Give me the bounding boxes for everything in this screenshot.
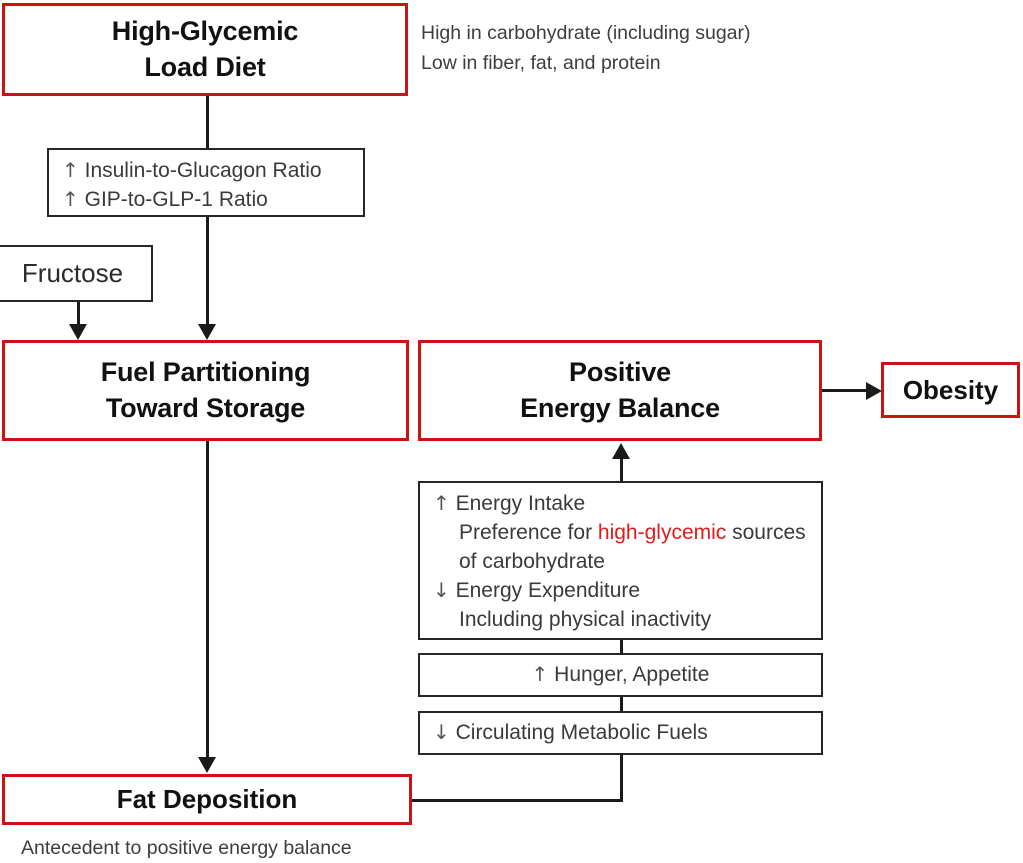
energy-intake-label: Energy Intake bbox=[455, 492, 586, 515]
down-arrow-icon: ↓ bbox=[433, 577, 450, 602]
node-hormone-ratios[interactable]: ↑ Insulin-to-Glucagon Ratio ↑ GIP-to-GLP… bbox=[47, 148, 365, 217]
connector-fat-to-fuels-vertical bbox=[620, 755, 623, 801]
node-label: Obesity bbox=[902, 374, 999, 405]
arrow-head-down-icon bbox=[69, 324, 87, 340]
node-label: High-Glycemic Load Diet bbox=[111, 14, 299, 84]
arrow-head-right-icon bbox=[866, 382, 882, 400]
energy-row-expenditure: ↓ Energy Expenditure bbox=[433, 577, 811, 606]
diet-annotation: High in carbohydrate (including sugar) L… bbox=[421, 22, 751, 74]
up-arrow-icon: ↑ bbox=[433, 491, 450, 515]
node-label: Positive Energy Balance bbox=[520, 355, 720, 425]
fuel-line-1: Fuel Partitioning bbox=[100, 357, 311, 388]
fuel-line-2: Toward Storage bbox=[105, 392, 306, 423]
connector-fuel-partitioning-to-fat-deposition bbox=[206, 441, 209, 761]
node-obesity[interactable]: Obesity bbox=[881, 362, 1020, 418]
arrow-head-down-icon bbox=[198, 324, 216, 340]
connector-fuels-to-hunger bbox=[620, 697, 623, 711]
connector-diet-to-ratios bbox=[206, 96, 209, 148]
fuels-label: Circulating Metabolic Fuels bbox=[455, 720, 708, 744]
up-arrow-icon: ↑ bbox=[531, 661, 549, 686]
diet-line-2: Load Diet bbox=[144, 51, 266, 82]
node-label: Fat Deposition bbox=[116, 784, 298, 815]
node-fructose[interactable]: Fructose bbox=[0, 245, 153, 302]
node-energy-intake-expenditure[interactable]: ↑ Energy Intake Preference for high-glyc… bbox=[418, 481, 823, 640]
up-arrow-icon: ↑ bbox=[62, 158, 79, 182]
connector-hunger-to-energy bbox=[620, 640, 623, 653]
highlight-high-glycemic: high-glycemic bbox=[597, 520, 727, 544]
ratio-row-1: ↑ Insulin-to-Glucagon Ratio bbox=[62, 157, 353, 186]
arrow-head-up-icon bbox=[612, 443, 630, 459]
ratio-row-2: ↑ GIP-to-GLP-1 Ratio bbox=[62, 186, 353, 215]
node-hunger-appetite[interactable]: ↑ Hunger, Appetite bbox=[418, 653, 823, 697]
peb-line-2: Energy Balance bbox=[520, 392, 720, 423]
connector-peb-to-obesity bbox=[822, 389, 871, 392]
energy-intake-sub-2: of carbohydrate bbox=[459, 549, 605, 573]
sub-post: sources bbox=[726, 520, 806, 544]
ratio-label-1: Insulin-to-Glucagon Ratio bbox=[84, 159, 322, 182]
energy-content: ↑ Energy Intake Preference for high-glyc… bbox=[433, 490, 811, 635]
ratios-content: ↑ Insulin-to-Glucagon Ratio ↑ GIP-to-GLP… bbox=[62, 157, 353, 215]
connector-energy-to-peb bbox=[620, 456, 623, 482]
hunger-label: Hunger, Appetite bbox=[554, 662, 710, 686]
node-high-glycemic-load-diet[interactable]: High-Glycemic Load Diet bbox=[2, 3, 408, 96]
connector-fat-to-fuels-horizontal bbox=[409, 799, 623, 802]
energy-expenditure-label: Energy Expenditure bbox=[455, 578, 641, 602]
node-label: Fructose bbox=[21, 257, 124, 288]
ratio-label-2: GIP-to-GLP-1 Ratio bbox=[84, 187, 268, 211]
arrow-head-down-icon bbox=[198, 757, 216, 773]
node-fuel-partitioning-toward-storage[interactable]: Fuel Partitioning Toward Storage bbox=[2, 340, 409, 441]
energy-expenditure-sub: Including physical inactivity bbox=[459, 607, 712, 631]
fat-deposition-annotation: Antecedent to positive energy balance bbox=[21, 837, 352, 859]
node-label: Fuel Partitioning Toward Storage bbox=[101, 355, 311, 425]
node-fat-deposition[interactable]: Fat Deposition bbox=[2, 774, 412, 825]
peb-line-1: Positive bbox=[569, 357, 671, 388]
node-label: ↓ Circulating Metabolic Fuels bbox=[433, 719, 811, 748]
up-arrow-icon: ↑ bbox=[62, 186, 79, 211]
connector-ratios-to-fuel-partitioning bbox=[206, 217, 209, 327]
diet-line-1: High-Glycemic bbox=[111, 16, 299, 47]
node-positive-energy-balance[interactable]: Positive Energy Balance bbox=[418, 340, 822, 441]
connector-fructose-to-fuel-partitioning bbox=[77, 302, 80, 327]
sub-pre: Preference for bbox=[459, 520, 598, 544]
down-arrow-icon: ↓ bbox=[433, 719, 450, 744]
energy-intake-sub-1: Preference for high-glycemic sources bbox=[433, 519, 811, 548]
energy-row-intake: ↑ Energy Intake bbox=[433, 490, 811, 519]
node-label: ↑ Hunger, Appetite bbox=[532, 661, 710, 690]
node-circulating-metabolic-fuels[interactable]: ↓ Circulating Metabolic Fuels bbox=[418, 711, 823, 755]
